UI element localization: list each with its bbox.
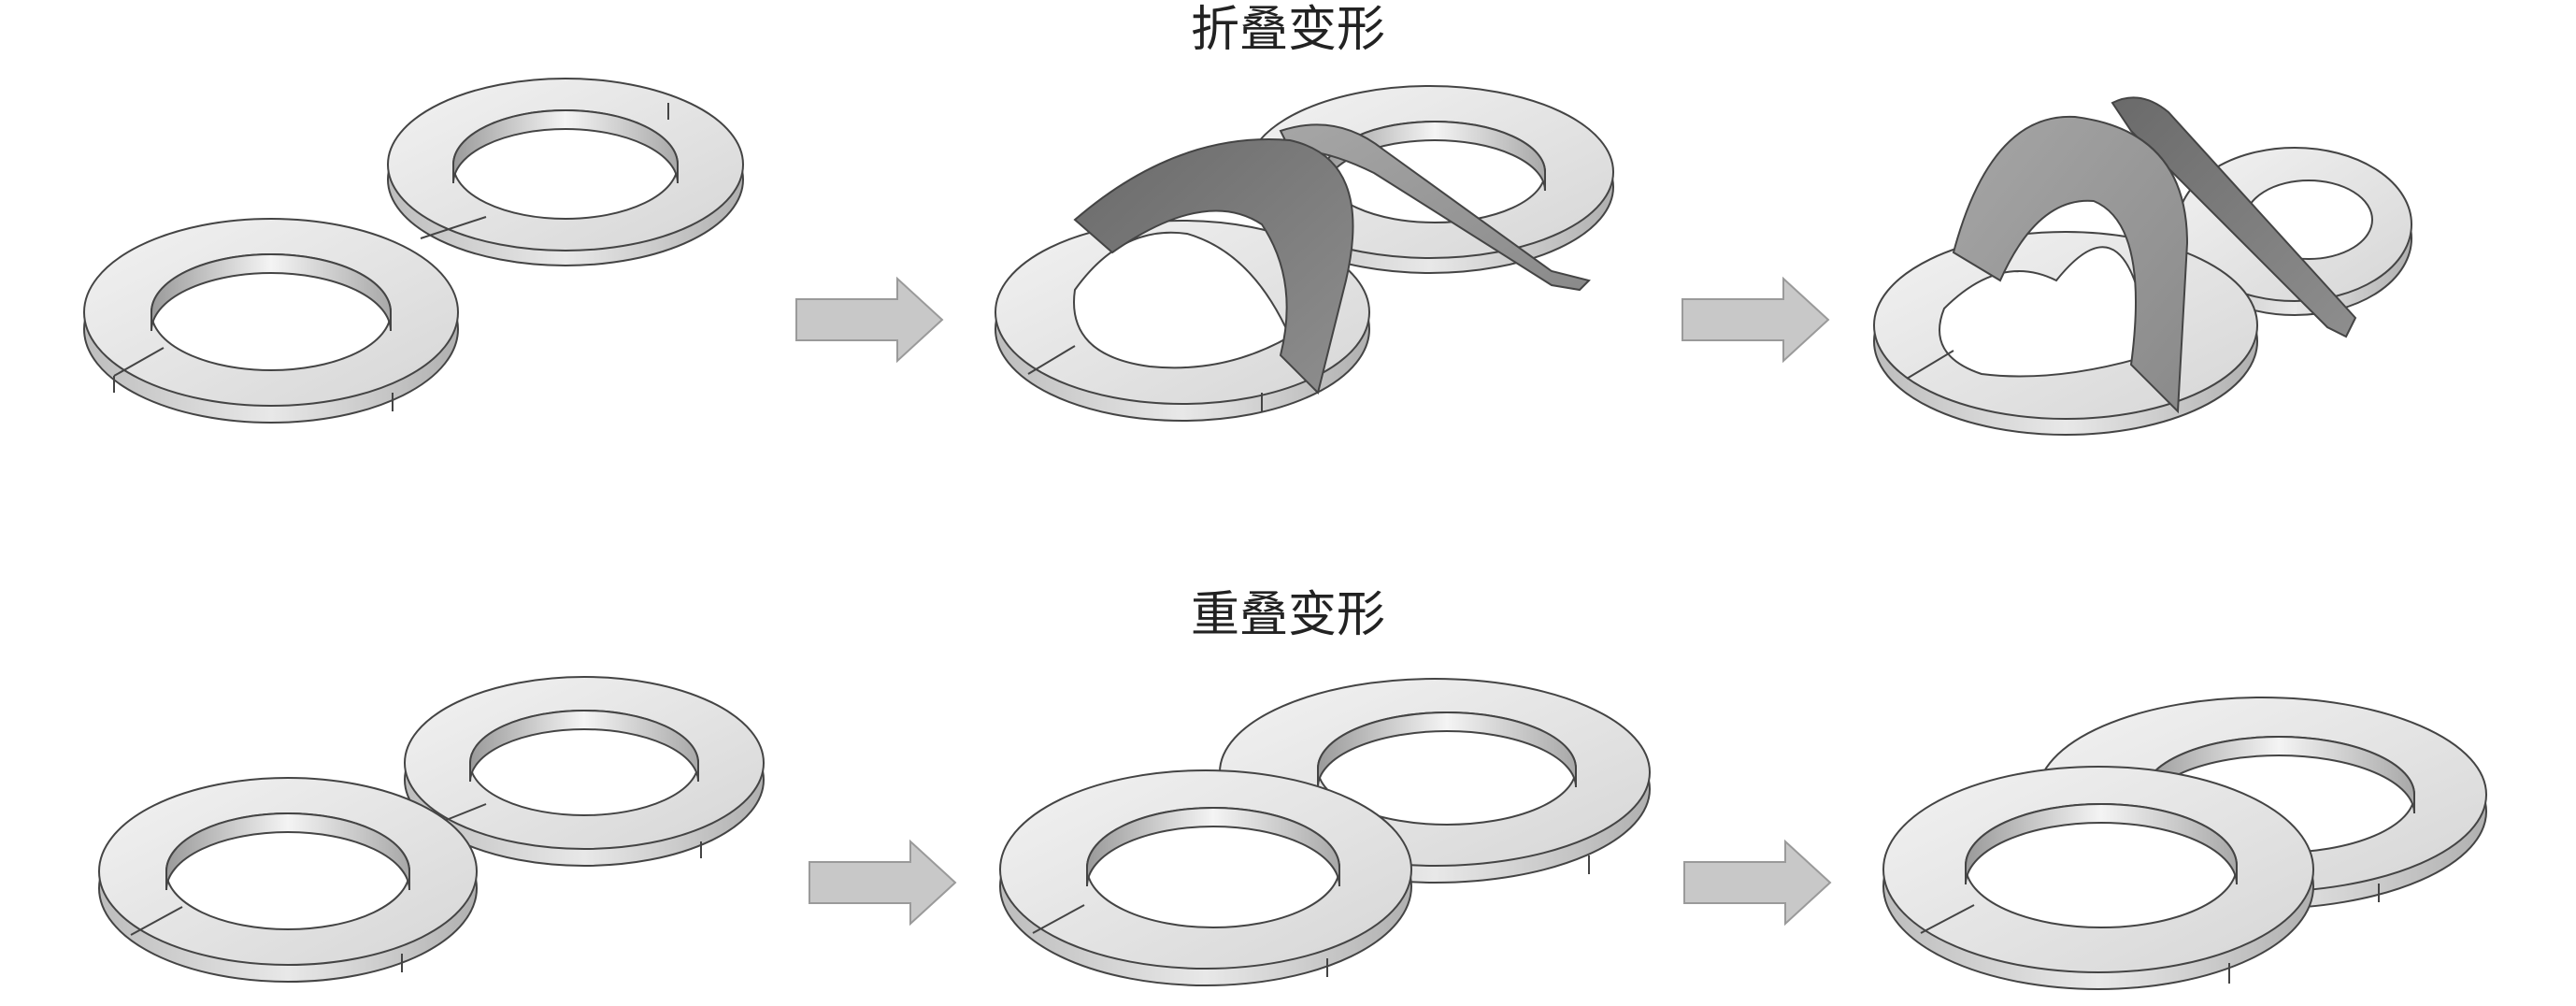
fold-stage-partial: [995, 85, 1614, 422]
overlap-stage-initial: [98, 676, 765, 983]
fold-title: 折叠变形: [1190, 2, 1385, 58]
ring-back: [404, 676, 765, 867]
arrow-right-icon: [809, 839, 957, 927]
ring-front: [98, 777, 478, 983]
arrow-right-icon: [1683, 839, 1832, 927]
ring-front: [1882, 766, 2314, 990]
ring-front: [999, 769, 1412, 986]
ring-back: [2111, 96, 2412, 338]
ring-back: [387, 78, 744, 266]
fold-stage-full: [1873, 96, 2412, 436]
arrow-right-icon: [795, 276, 944, 364]
fold-stage-initial: [83, 78, 744, 424]
arrow-right-icon: [1682, 276, 1830, 364]
ring-front: [995, 138, 1370, 422]
ring-front: [83, 218, 459, 424]
overlap-stage-full: [1882, 697, 2487, 990]
overlap-title: 重叠变形: [1190, 587, 1385, 643]
ring-front: [1873, 115, 2258, 436]
overlap-stage-partial: [999, 678, 1651, 986]
